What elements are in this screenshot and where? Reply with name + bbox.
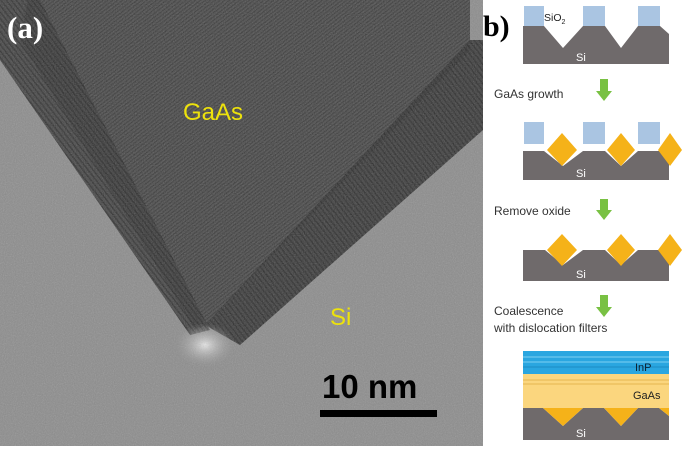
stage-coalesced-film: InP GaAs Si	[523, 351, 669, 440]
down-arrow-icon	[596, 199, 612, 220]
si-substrate	[523, 26, 669, 64]
tem-image-panel: (a) GaAs Si 10 nm	[0, 0, 483, 446]
down-arrow-icon	[596, 79, 612, 101]
sio2-mask	[638, 6, 660, 26]
si-substrate	[523, 250, 669, 281]
scale-bar-label: 10 nm	[322, 368, 417, 405]
gaas-nanoridge	[658, 133, 682, 166]
si-label: Si	[330, 304, 351, 331]
gaas-nanoridge	[547, 133, 577, 166]
step-label: Remove oxide	[494, 204, 571, 218]
gaas-nanoridge	[547, 234, 577, 266]
sio2-mask	[583, 6, 605, 26]
gaas-nanoridge	[607, 133, 635, 166]
gaas-label: GaAs	[183, 99, 243, 126]
si-substrate	[523, 151, 669, 180]
gaas-label: GaAs	[633, 390, 661, 402]
step-label: GaAs growth	[494, 87, 563, 101]
sio2-subscript: 2	[562, 19, 566, 26]
sio2-mask	[583, 122, 605, 144]
sio2-label: SiO	[544, 12, 562, 24]
panel-a-label: (a)	[7, 10, 43, 45]
step-label-line-1: Coalescence	[494, 304, 564, 318]
sio2-mask	[524, 6, 544, 26]
si-label: Si	[576, 168, 586, 180]
si-label: Si	[576, 428, 586, 440]
si-substrate	[523, 408, 669, 440]
sio2-mask	[524, 122, 544, 144]
stage-patterned-substrate: SiO2 Si	[523, 6, 669, 64]
svg-text:SiO2: SiO2	[544, 12, 566, 26]
si-label: Si	[576, 52, 586, 64]
stage-oxide-removed: Si	[523, 234, 682, 281]
sio2-mask	[638, 122, 660, 144]
scale-bar	[320, 410, 437, 417]
down-arrow-icon	[596, 295, 612, 317]
gaas-trench-fill	[543, 408, 669, 426]
gaas-nanoridge	[658, 234, 682, 266]
panel-b-label: (b)	[483, 10, 510, 43]
gaas-nanoridge	[607, 234, 635, 266]
stage-gaas-growth: Si	[523, 122, 682, 180]
process-schematic-panel: (b) SiO2 Si GaAs growth Si Remove oxide	[473, 0, 699, 446]
si-label: Si	[576, 269, 586, 281]
step-label-line-2: with dislocation filters	[493, 321, 607, 335]
process-schematic: (b) SiO2 Si GaAs growth Si Remove oxide	[473, 6, 682, 440]
tem-micrograph: (a) GaAs Si 10 nm	[0, 0, 483, 446]
inp-label: InP	[635, 362, 652, 374]
